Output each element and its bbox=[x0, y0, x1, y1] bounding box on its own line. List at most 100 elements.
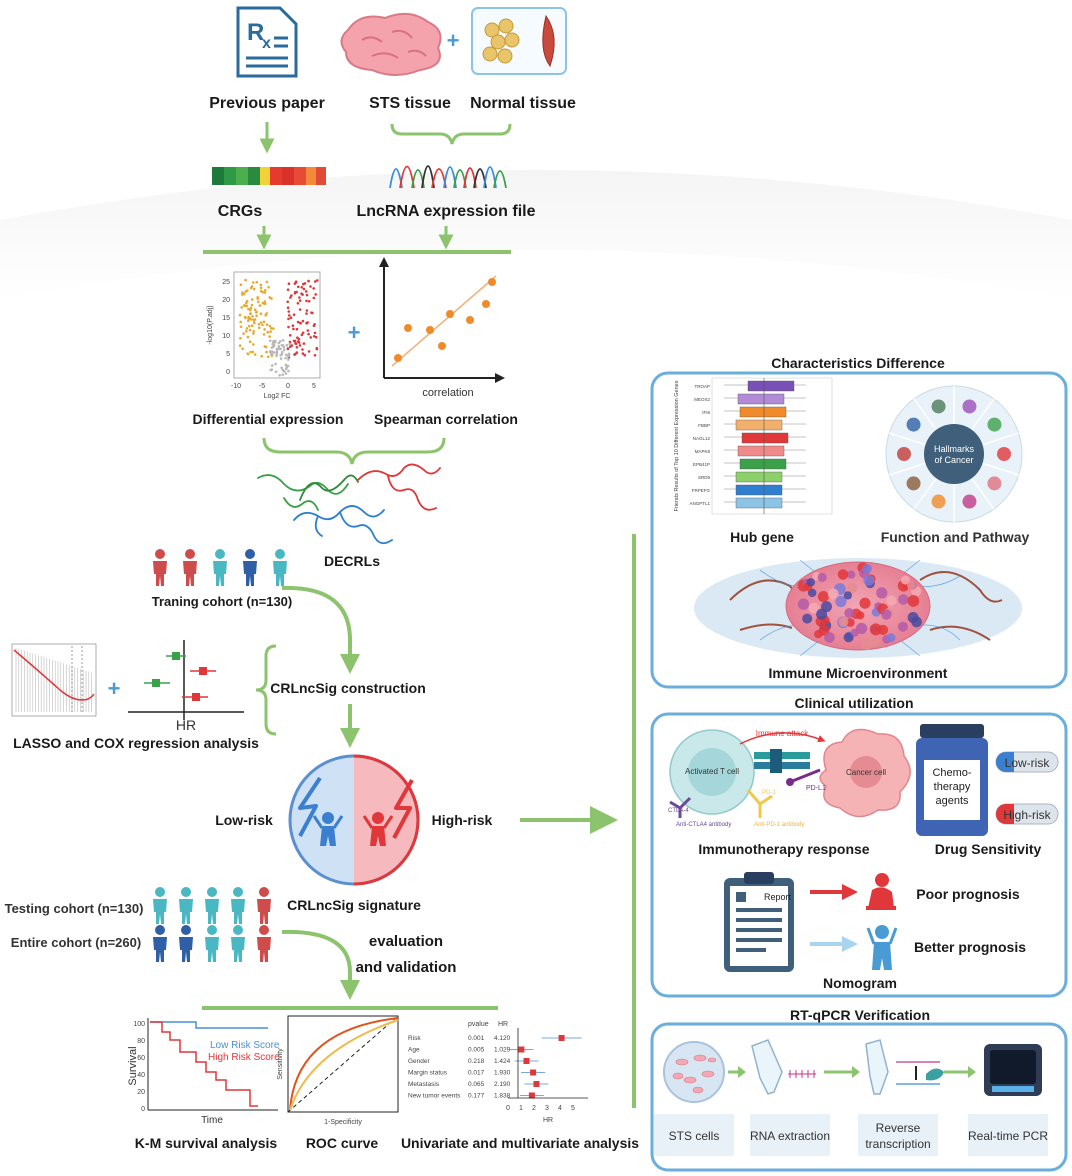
pcr-machine-icon bbox=[984, 1044, 1042, 1096]
immune-cell bbox=[807, 588, 817, 598]
volcano-dot bbox=[246, 335, 250, 339]
volcano-dot bbox=[305, 293, 309, 297]
volcano-dot bbox=[280, 343, 284, 347]
hub-gene-name: SRD9 bbox=[698, 475, 711, 480]
decrls-label: DECRLs bbox=[324, 553, 380, 569]
immune-cell bbox=[850, 628, 859, 637]
volcano-dot bbox=[253, 308, 257, 312]
immune-cell bbox=[898, 594, 909, 605]
volcano-dot bbox=[292, 339, 296, 343]
volcano-dot bbox=[263, 302, 267, 306]
volcano-xlabel: Log2 FC bbox=[264, 393, 291, 400]
immune-cell bbox=[808, 602, 820, 614]
cancer-cell-label: Cancer cell bbox=[846, 768, 886, 777]
forest-point bbox=[523, 1058, 530, 1064]
person-icon bbox=[153, 925, 167, 962]
hallmark-icon bbox=[931, 494, 946, 509]
wheel-divider bbox=[971, 477, 995, 510]
volcano-dot bbox=[268, 324, 272, 328]
volcano-dot bbox=[288, 342, 292, 346]
forest-row-hr: 2.190 bbox=[494, 1081, 511, 1088]
forest-row-name: Risk bbox=[408, 1035, 421, 1042]
volcano-dot bbox=[312, 335, 316, 338]
person-icon bbox=[183, 549, 197, 586]
volcano-dot bbox=[268, 296, 272, 299]
rt-step-label: RNA extraction bbox=[750, 1129, 830, 1143]
crlncsig-signature-label: CRLncSig signature bbox=[287, 897, 421, 913]
km-low-curve bbox=[150, 1021, 268, 1029]
plus-icon: + bbox=[108, 676, 121, 701]
brace bbox=[255, 644, 277, 736]
volcano-dot bbox=[277, 341, 281, 345]
volcano-dot bbox=[257, 300, 260, 304]
immune-cell bbox=[907, 581, 916, 590]
volcano-dot bbox=[271, 364, 274, 367]
volcano-dot bbox=[270, 327, 273, 330]
high-risk-pill: High-risk bbox=[995, 803, 1059, 825]
svg-text:R: R bbox=[247, 19, 264, 46]
volcano-dot bbox=[287, 317, 290, 321]
volcano-dot bbox=[260, 354, 264, 358]
rt-step-label: transcription bbox=[865, 1137, 930, 1151]
high-risk-label: High-risk bbox=[432, 812, 493, 828]
hub-box bbox=[735, 484, 783, 496]
immune-cell bbox=[817, 572, 827, 582]
km-ytick: 60 bbox=[137, 1055, 145, 1062]
volcano-dot bbox=[249, 308, 252, 312]
person-icon bbox=[273, 549, 287, 586]
hub-gene-name: ANGPTL1 bbox=[689, 501, 710, 506]
volcano-dot bbox=[272, 343, 275, 346]
rt-step-box bbox=[654, 1114, 734, 1156]
volcano-dot bbox=[277, 345, 281, 348]
volcano-dot bbox=[307, 300, 311, 303]
tube-icon bbox=[865, 1039, 944, 1095]
volcano-dot bbox=[305, 312, 308, 315]
km-ytick: 100 bbox=[133, 1021, 145, 1028]
volcano-dot bbox=[281, 339, 285, 342]
forest-header-hr: HR bbox=[498, 1021, 508, 1028]
volcano-dot bbox=[290, 344, 294, 347]
ctla4-label: CTLA-4 bbox=[668, 808, 689, 814]
sts-cells-dish-icon bbox=[663, 1041, 725, 1103]
happy-person-icon bbox=[866, 925, 898, 970]
volcano-dot bbox=[307, 279, 310, 283]
volcano-dot bbox=[255, 310, 258, 314]
volcano-dot bbox=[302, 342, 306, 345]
hub-box bbox=[735, 471, 783, 483]
volcano-dot bbox=[287, 282, 291, 286]
volcano-xtick: 5 bbox=[312, 383, 316, 390]
roc-ylabel: Sensitivity bbox=[277, 1048, 284, 1080]
high-risk-zigzag-icon bbox=[392, 779, 414, 839]
hallmark-icon bbox=[987, 417, 1002, 432]
volcano-dot bbox=[247, 319, 250, 323]
km-high-legend: High Risk Score bbox=[208, 1052, 280, 1063]
volcano-dot bbox=[266, 355, 270, 359]
volcano-dot bbox=[258, 304, 262, 307]
volcano-dot bbox=[289, 316, 293, 320]
arrow-head bbox=[590, 806, 618, 834]
forest-row-name: Metastasis bbox=[408, 1081, 440, 1088]
volcano-dot bbox=[300, 333, 304, 337]
hub-gene-name: MAPK8 bbox=[695, 449, 711, 454]
person-icon bbox=[257, 887, 271, 924]
arrow-head bbox=[738, 1066, 746, 1078]
volcano-dot bbox=[305, 309, 309, 312]
volcano-dot bbox=[284, 363, 288, 367]
volcano-ytick: 15 bbox=[222, 315, 230, 322]
volcano-dot bbox=[306, 329, 310, 332]
rt-step-box bbox=[750, 1114, 830, 1156]
km-xlabel: Time bbox=[201, 1115, 223, 1126]
crgs-heatmap-bar bbox=[212, 167, 326, 185]
immune-cell bbox=[897, 621, 908, 632]
forest-row-p: 0.218 bbox=[468, 1058, 485, 1065]
volcano-dot bbox=[251, 350, 255, 354]
previous-paper-label: Previous paper bbox=[209, 95, 325, 112]
volcano-dot bbox=[286, 288, 290, 292]
hub-ylabel: Friends Results of Top 10 Different Expr… bbox=[674, 380, 680, 511]
forest-row-hr: 1.930 bbox=[494, 1070, 511, 1077]
volcano-dot bbox=[314, 293, 318, 296]
person-icon bbox=[243, 549, 257, 586]
high-risk-person-icon bbox=[362, 812, 394, 846]
lncrna-strands-icon bbox=[257, 463, 441, 545]
